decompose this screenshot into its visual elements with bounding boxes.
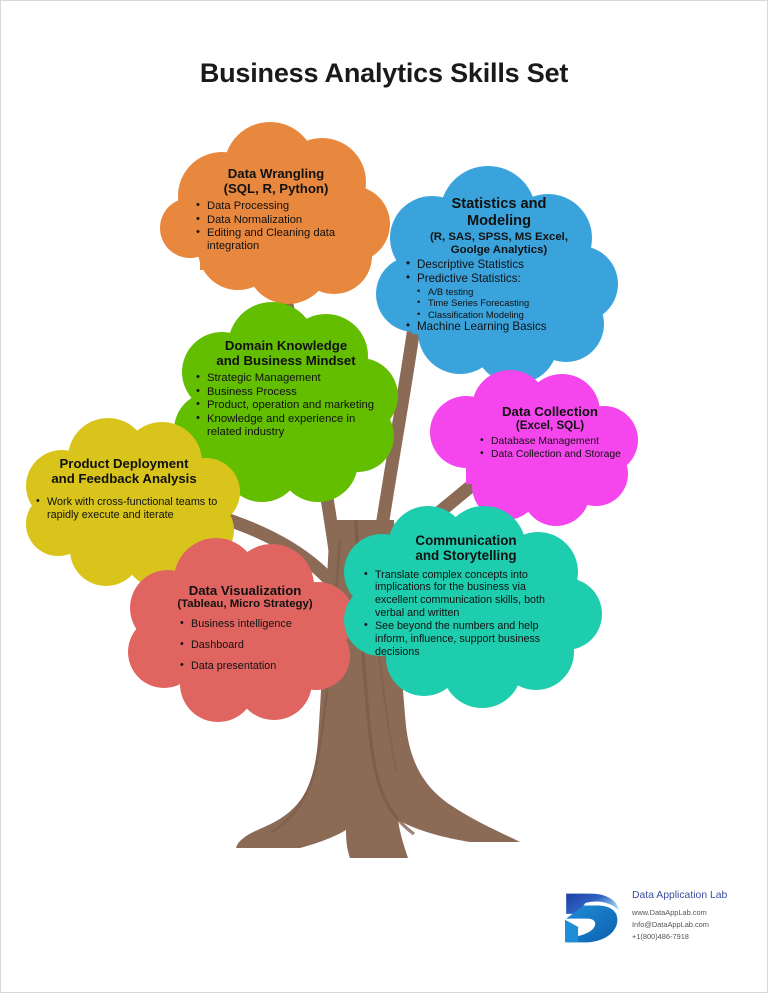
cloud-text-domain-knowledge: Domain Knowledge and Business Mindset St…: [196, 338, 376, 440]
heading-statistics-modeling: Statistics and Modeling: [451, 196, 547, 229]
heading-product-deployment: Product Deployment and Feedback Analysis: [51, 456, 197, 487]
list-item: Work with cross-functional teams to rapi…: [36, 495, 220, 522]
footer-branding: Data Application Lab www.DataAppLab.com …: [560, 886, 756, 956]
cloud-text-data-collection: Data Collection (Excel, SQL) Database Ma…: [466, 404, 634, 461]
list-item: Data Collection and Storage: [480, 448, 634, 461]
brand-website: www.DataAppLab.com: [632, 908, 707, 917]
list-data-visualization: Business intelligence Dashboard Data pre…: [150, 617, 340, 673]
list-data-collection: Database Management Data Collection and …: [466, 435, 634, 461]
list-item: See beyond the numbers and help inform, …: [364, 619, 568, 659]
list-communication-storytelling: Translate complex concepts into implicat…: [364, 568, 568, 659]
list-subitem: A/B testing: [406, 285, 592, 297]
list-item: Business intelligence: [180, 617, 340, 631]
heading-communication-storytelling: Communication and Storytelling: [415, 533, 517, 564]
list-product-deployment: Work with cross-functional teams to rapi…: [28, 495, 220, 522]
list-item: Data Normalization: [196, 212, 356, 227]
brand-name: Data Application Lab: [632, 890, 728, 901]
cloud-text-statistics-modeling: Statistics and Modeling (R, SAS, SPSS, M…: [406, 196, 592, 334]
list-item: Editing and Cleaning data integration: [196, 226, 356, 254]
cloud-text-product-deployment: Product Deployment and Feedback Analysis…: [28, 456, 220, 522]
list-subitem: Time Series Forecasting: [406, 296, 592, 308]
list-subitem: Classification Modeling: [406, 308, 592, 320]
heading-data-collection: Data Collection: [502, 404, 598, 419]
cloud-text-data-wrangling: Data Wrangling (SQL, R, Python) Data Pro…: [196, 166, 356, 254]
list-item: Data presentation: [180, 659, 340, 673]
heading-data-visualization: Data Visualization: [188, 583, 302, 598]
page-title: Business Analytics Skills Set: [199, 58, 569, 88]
cloud-text-communication-storytelling: Communication and Storytelling Translate…: [364, 533, 568, 658]
subheading-statistics-tools: (R, SAS, SPSS, MS Excel, Goolge Analytic…: [429, 231, 568, 257]
heading-data-wrangling: Data Wrangling (SQL, R, Python): [223, 166, 329, 197]
list-item: Dashboard: [180, 638, 340, 652]
cloud-text-data-visualization: Data Visualization (Tableau, Micro Strat…: [150, 583, 340, 681]
list-item: Knowledge and experience in related indu…: [196, 412, 376, 440]
list-item: Machine Learning Basics: [406, 319, 592, 334]
brand-email: Info@DataAppLab.com: [632, 919, 709, 929]
list-item: Data Processing: [196, 199, 356, 213]
list-item: Database Management: [480, 435, 634, 448]
list-domain-knowledge: Strategic Management Business Process Pr…: [196, 371, 376, 440]
list-item: Predictive Statistics:: [406, 271, 592, 286]
brand-phone: +1(800)486-7918: [632, 931, 689, 941]
list-item: Translate complex concepts into implicat…: [364, 568, 568, 620]
list-item: Business Process: [196, 385, 376, 400]
heading-domain-knowledge: Domain Knowledge and Business Mindset: [216, 338, 356, 369]
list-data-wrangling: Data Processing Data Normalization Editi…: [196, 199, 356, 254]
data-application-lab-logo-icon: [564, 893, 619, 943]
subheading-data-visualization-tools: (Tableau, Micro Strategy): [177, 598, 313, 611]
list-statistics-modeling: Descriptive Statistics Predictive Statis…: [406, 257, 592, 334]
list-item: Product, operation and marketing: [196, 398, 376, 413]
list-item: Strategic Management: [196, 371, 376, 386]
brand-contact: www.DataAppLab.com Info@DataAppLab.com +…: [632, 907, 709, 943]
list-item: Descriptive Statistics: [406, 257, 592, 272]
subheading-data-collection-tools: (Excel, SQL): [515, 419, 585, 433]
